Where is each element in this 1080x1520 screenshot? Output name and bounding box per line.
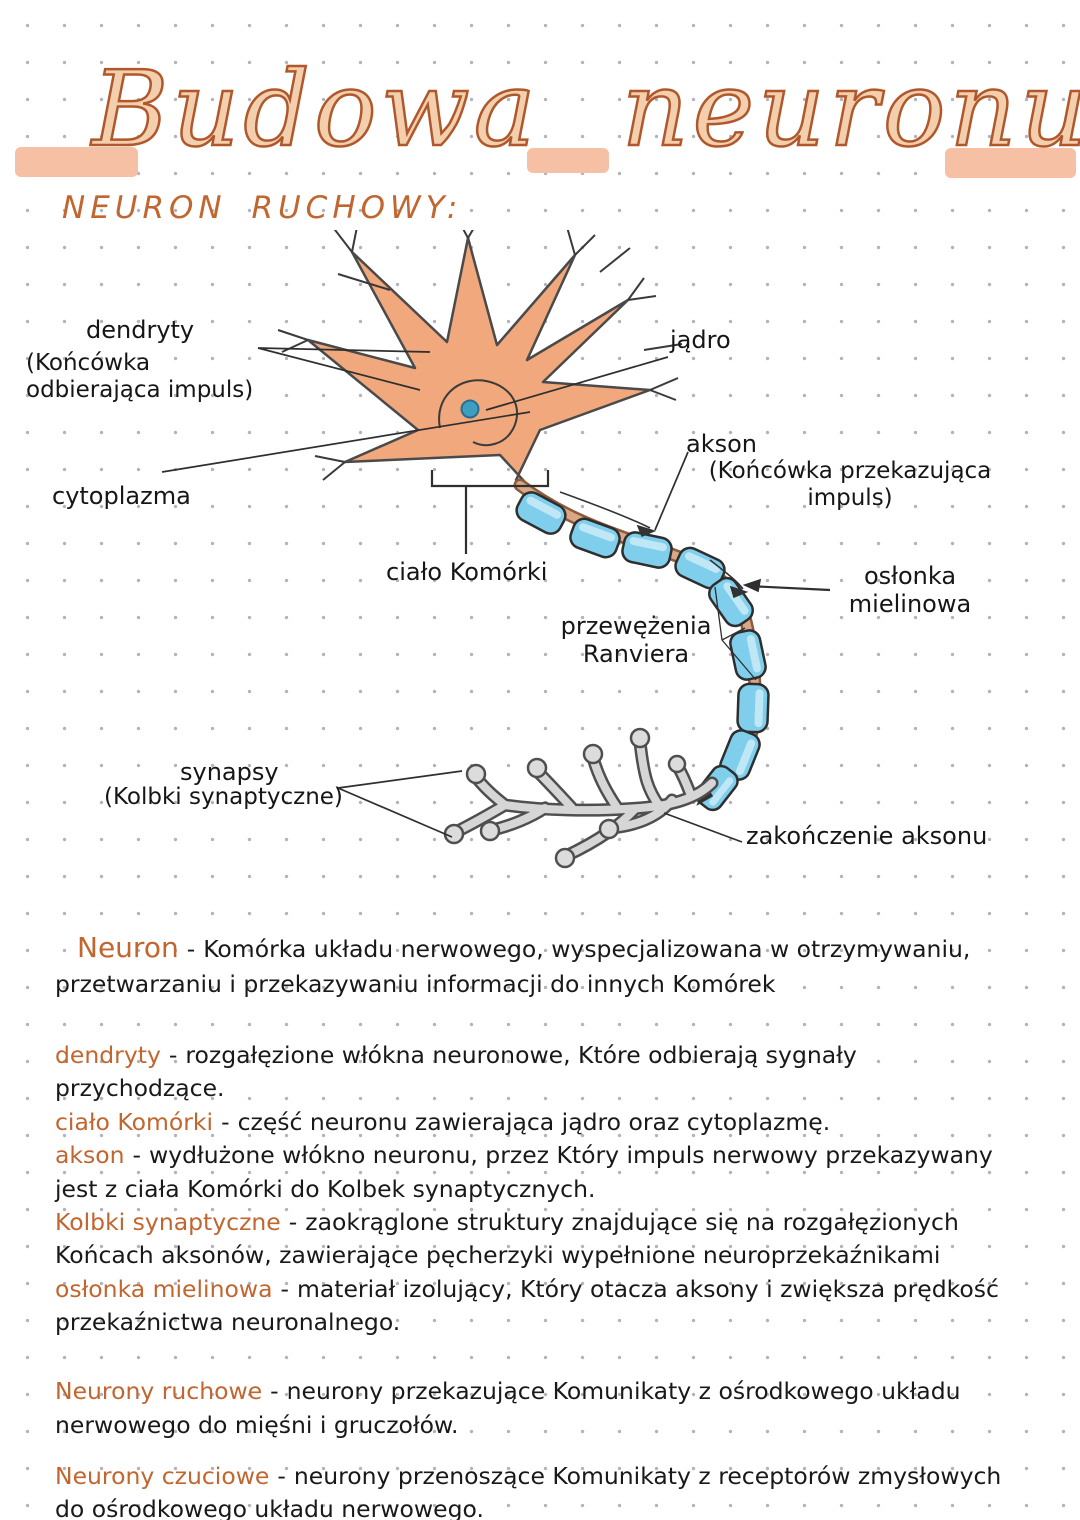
label-cialo-komorki: ciało Komórki <box>386 558 548 586</box>
definition-cialo-komorki: ciało Komórki-część neuronu zawierająca … <box>55 1106 1032 1139</box>
definition-term: Neurony czuciowe <box>55 1462 270 1491</box>
highlight-band-right <box>945 148 1076 178</box>
label-oslonka: osłonka mielinowa <box>848 562 972 619</box>
definition-term: Neuron <box>77 931 179 964</box>
definition-term: dendryty <box>55 1041 161 1070</box>
label-dendryty: dendryty <box>86 316 195 344</box>
definition-text: materiał izolujący, Który otacza aksony … <box>55 1274 999 1336</box>
label-cytoplazma: cytoplazma <box>52 482 191 510</box>
definition-separator: - <box>270 1377 279 1406</box>
definition-neuron: Neuron-Komórka układu nerwowego, wyspecj… <box>55 928 1032 1001</box>
definition-neurony-ruchowe: Neurony ruchowe-neurony przekazujące Kom… <box>55 1375 1032 1442</box>
nucleus-spiral <box>438 379 519 447</box>
definition-oslonka: osłonka mielinowa-materiał izolujący, Kt… <box>55 1273 1032 1340</box>
definition-text: neurony przekazujące Komunikaty z ośrodk… <box>55 1377 961 1439</box>
oslonka-line <box>747 584 831 592</box>
label-synapsy-sub: (Kolbki synaptyczne) <box>104 784 343 810</box>
label-dendryty-sub: (Końcówka odbierająca impuls) <box>26 350 254 404</box>
title-word-1: Budowa <box>91 48 540 170</box>
akson-line <box>654 451 689 531</box>
oslonka-arrow <box>742 578 762 593</box>
definition-term: ciało Komórki <box>55 1107 214 1136</box>
definition-separator: - <box>221 1107 230 1136</box>
label-jadro: jądro <box>670 326 731 354</box>
myelin-segments <box>515 491 770 812</box>
dendryty-lines <box>257 347 431 391</box>
soma-drawing <box>277 230 683 496</box>
section-heading: NEURON RUCHOWY: <box>62 190 463 226</box>
label-synapsy: synapsy <box>180 758 279 786</box>
neuron-drawing <box>161 230 831 869</box>
przewezenia-lines <box>714 586 757 681</box>
cytoplazma-line <box>161 411 531 473</box>
definition-separator: - <box>168 1041 178 1070</box>
label-akson: akson <box>686 430 758 458</box>
title-word-2: neuronu <box>620 48 1080 170</box>
synaptic-knobs <box>443 727 687 869</box>
jadro-line <box>485 356 669 411</box>
definition-separator: - <box>280 1274 289 1303</box>
soma-body <box>306 236 652 496</box>
definition-term: akson <box>55 1141 125 1170</box>
definition-text: rozgałęzione włókna neuronowe, Które odb… <box>55 1041 857 1103</box>
definition-text: wydłużone włókno neuronu, przez Który im… <box>55 1141 993 1203</box>
dendrite-forks <box>277 230 683 481</box>
label-przewezenia: przewężenia Ranviera <box>560 612 712 669</box>
definition-neurony-czuciowe: Neurony czuciowe-neurony przenoszące Kom… <box>55 1460 1032 1520</box>
highlight-band-left <box>15 147 138 177</box>
cialo-bracket <box>430 470 550 554</box>
label-akson-sub: (Końcówka przekazująca impuls) <box>708 458 992 512</box>
zakonczenie-line <box>663 812 743 843</box>
axon-terminal <box>443 727 719 869</box>
definitions-section: Neuron-Komórka układu nerwowego, wyspecj… <box>0 928 1080 1520</box>
definition-dendryty: dendryty-rozgałęzione włókna neuronowe, … <box>55 1039 1032 1106</box>
definition-text: część neuronu zawierająca jądro oraz cyt… <box>237 1107 831 1136</box>
definition-text: neurony przenoszące Komunikaty z recepto… <box>55 1462 1002 1520</box>
nucleus <box>460 399 480 419</box>
page-title: Budowa neuronu <box>91 48 1080 170</box>
highlight-band-middle <box>527 148 609 173</box>
label-zakonczenie: zakończenie aksonu <box>746 822 988 850</box>
definition-separator: - <box>288 1207 298 1236</box>
definition-term: Neurony ruchowe <box>55 1377 263 1406</box>
definition-term: osłonka mielinowa <box>55 1274 273 1303</box>
neuron-diagram: dendryty (Końcówka odbierająca impuls) c… <box>0 230 1080 900</box>
definition-kolbki: Kolbki synaptyczne-zaokrąglone struktury… <box>55 1206 1032 1273</box>
label-lines <box>161 347 831 843</box>
definition-separator: - <box>132 1141 142 1170</box>
definition-separator: - <box>186 935 196 963</box>
definition-text: Komórka układu nerwowego, wyspecjalizowa… <box>55 935 971 998</box>
definition-text: zaokrąglone struktury znajdujące się na … <box>55 1207 959 1270</box>
definition-term: Kolbki synaptyczne <box>55 1207 281 1236</box>
definition-akson: akson-wydłużone włókno neuronu, przez Kt… <box>55 1139 1032 1206</box>
synapsy-lines <box>337 770 463 838</box>
definition-separator: - <box>277 1462 286 1491</box>
